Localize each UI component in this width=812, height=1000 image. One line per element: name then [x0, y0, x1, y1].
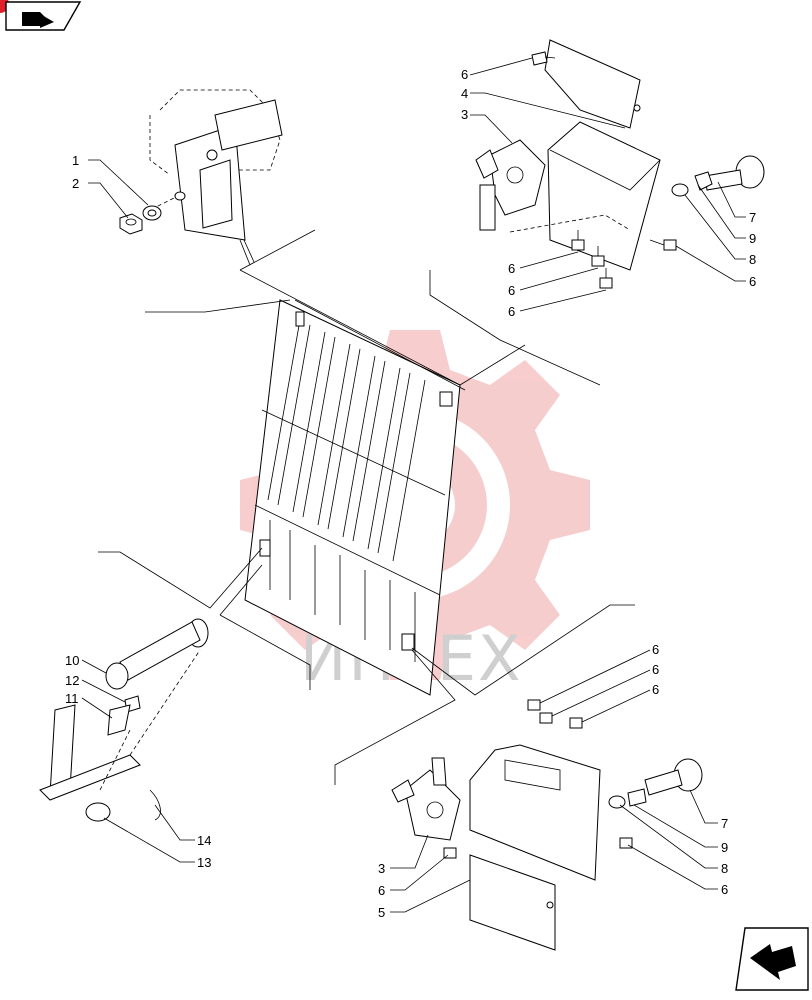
latch-cover-plate: [544, 39, 641, 129]
callout-6: 6: [652, 642, 659, 657]
callout-5: 5: [378, 905, 385, 920]
callout-14: 14: [197, 833, 211, 848]
callout-6: 6: [652, 682, 659, 697]
latch-bracket-lower: [469, 744, 601, 881]
washer-part: [142, 205, 162, 221]
bumper-part-lower: [443, 699, 703, 859]
latch-part-lower: [391, 757, 461, 841]
callout-3: 3: [378, 861, 385, 876]
callout-2: 2: [72, 176, 79, 191]
callout-6: 6: [749, 274, 756, 289]
callout-8: 8: [749, 252, 756, 267]
callout-1: 1: [72, 153, 79, 168]
nut-part: [119, 213, 143, 235]
callout-3: 3: [461, 107, 468, 122]
callout-8: 8: [721, 861, 728, 876]
callout-6: 6: [508, 304, 515, 319]
latch-cover-plate-lower: [469, 854, 556, 951]
bumper-part: [671, 155, 765, 197]
latch-bracket: [509, 121, 661, 271]
callout-11: 11: [65, 691, 79, 706]
callout-7: 7: [721, 816, 728, 831]
bolt-parts-top: [531, 51, 677, 289]
callout-7: 7: [749, 210, 756, 225]
callout-9: 9: [721, 840, 728, 855]
next-page-arrow-icon[interactable]: [735, 927, 809, 991]
grille-panel: [244, 299, 466, 696]
callout-6: 6: [508, 261, 515, 276]
callout-4: 4: [461, 86, 468, 101]
book-arrow-icon[interactable]: [0, 0, 82, 31]
callout-6: 6: [721, 882, 728, 897]
hinge-pin-assembly: [39, 618, 209, 822]
leader-lines: [81, 57, 746, 913]
callout-9: 9: [749, 231, 756, 246]
latch-part: [475, 139, 546, 231]
callout-6: 6: [508, 283, 515, 298]
callout-6: 6: [461, 67, 468, 82]
callout-6: 6: [378, 883, 385, 898]
callout-6: 6: [652, 662, 659, 677]
callout-10: 10: [65, 653, 79, 668]
callout-12: 12: [65, 673, 79, 688]
callout-13: 13: [197, 855, 211, 870]
hinge-assembly: [149, 89, 283, 266]
callout-labels: 1 2 6 4 3 7 9 8 6 6 6 6 10 12 11 14 13 6…: [65, 67, 756, 920]
